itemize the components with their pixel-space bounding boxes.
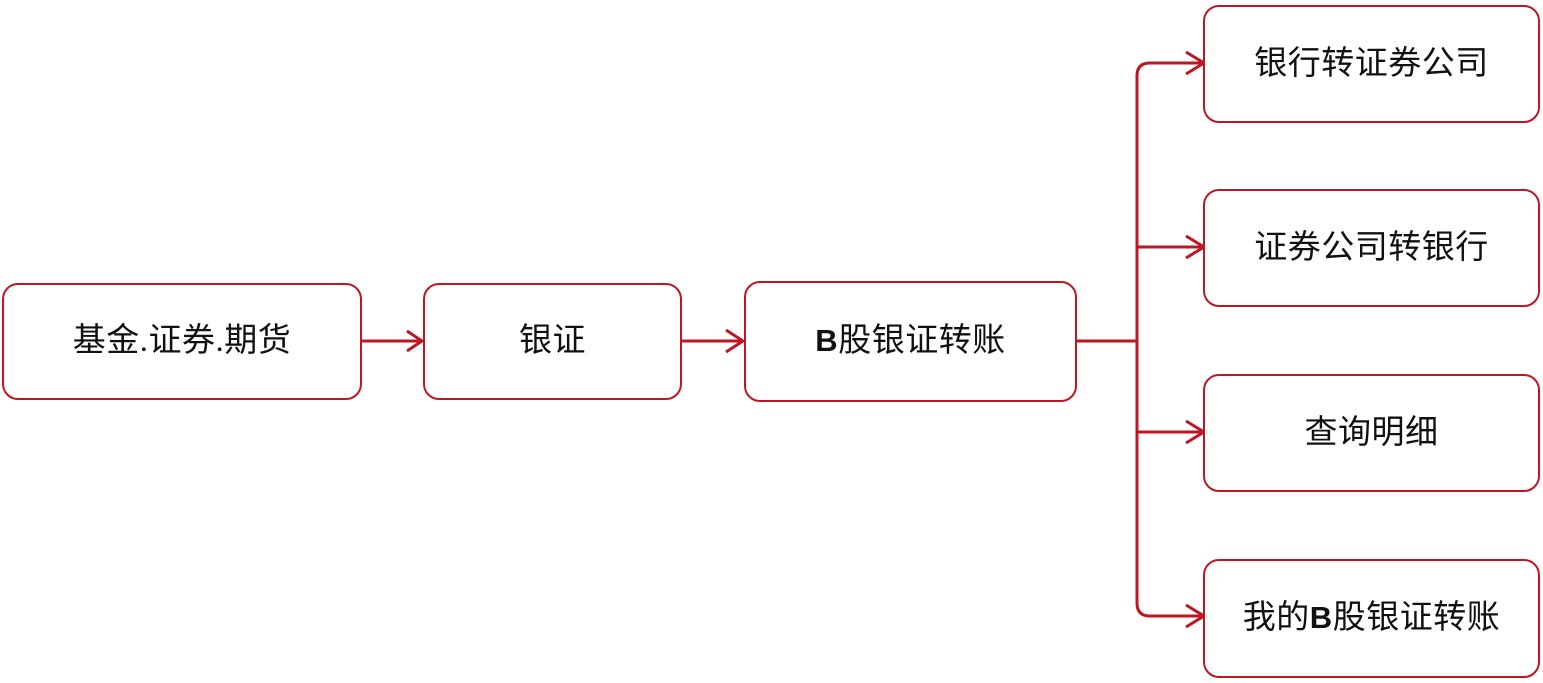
connector-trunk-to-leaf-2 — [1137, 234, 1207, 260]
connector-trunk-to-leaf-1 — [1148, 50, 1207, 76]
node-stage2[interactable]: 银证 — [423, 283, 682, 400]
node-leaf-4[interactable]: 我的B股银证转账 — [1203, 559, 1540, 678]
node-stage3-label-latin: B — [815, 323, 839, 359]
node-root-label: 基金.证券.期货 — [72, 323, 292, 360]
node-leaf-3[interactable]: 查询明细 — [1203, 374, 1540, 492]
connector-trunk-spine — [1135, 61, 1151, 618]
node-leaf-2-label: 证券公司转银行 — [1254, 229, 1489, 266]
node-leaf-2[interactable]: 证券公司转银行 — [1203, 189, 1540, 307]
connector-trunk-to-leaf-3 — [1137, 419, 1207, 445]
node-leaf-3-label: 查询明细 — [1304, 414, 1439, 451]
node-leaf-1[interactable]: 银行转证券公司 — [1203, 5, 1540, 123]
node-stage3-label: B股银证转账 — [815, 323, 1005, 359]
node-leaf-1-label: 银行转证券公司 — [1254, 45, 1489, 82]
node-leaf-4-label-cjk-suffix: 股银证转账 — [1332, 600, 1501, 637]
node-leaf-4-label: 我的B股银证转账 — [1243, 600, 1500, 636]
node-leaf-4-label-cjk-prefix: 我的 — [1242, 600, 1310, 637]
node-stage2-label: 银证 — [519, 323, 586, 360]
connector-root-to-stage2 — [362, 329, 425, 353]
node-root[interactable]: 基金.证券.期货 — [2, 283, 362, 400]
connector-trunk-to-leaf-4 — [1148, 603, 1207, 629]
node-stage3-label-cjk: 股银证转账 — [838, 323, 1006, 360]
connector-stage2-to-stage3 — [682, 328, 746, 354]
node-stage3[interactable]: B股银证转账 — [744, 281, 1077, 402]
node-leaf-4-label-latin: B — [1309, 600, 1333, 636]
